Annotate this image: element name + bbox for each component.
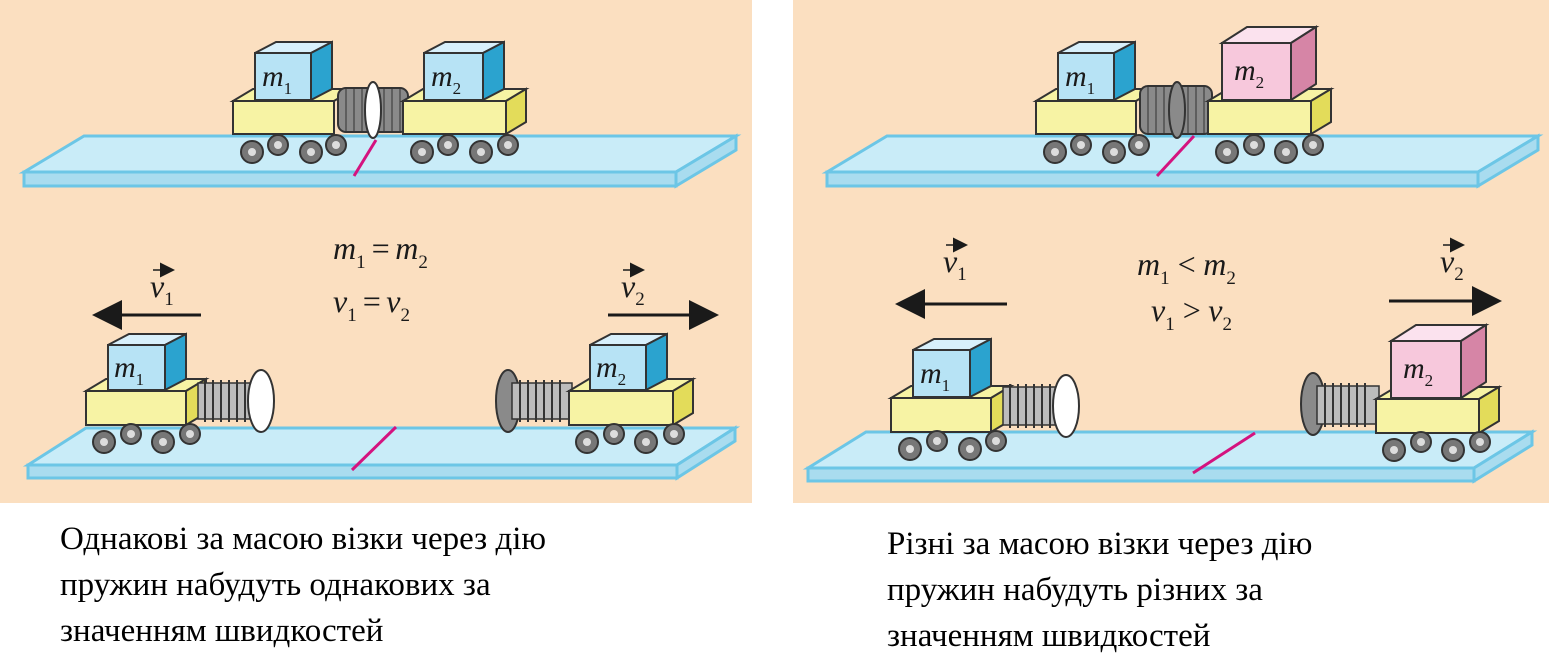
bottom-spring-right bbox=[1300, 372, 1380, 436]
formula-mass: m1=m2 bbox=[333, 230, 428, 273]
center-marker-top bbox=[1155, 134, 1196, 178]
bottom-block-m2: m2 bbox=[1387, 323, 1490, 400]
bottom-block-m2: m2 bbox=[589, 332, 668, 392]
svg-text:m1: m1 bbox=[262, 60, 292, 98]
bottom-track bbox=[22, 425, 741, 481]
bottom-block-m1: m1 bbox=[107, 332, 187, 392]
svg-text:v1: v1 bbox=[150, 268, 174, 310]
formula-velocity: v1=v2 bbox=[333, 283, 410, 326]
bottom-spring-right bbox=[495, 369, 573, 433]
right-diagram-panel: m1 m2 m1<m2 v1>v2 v1 v2 bbox=[793, 0, 1549, 503]
svg-text:m2: m2 bbox=[1234, 54, 1264, 92]
top-block-m2: m2 bbox=[1218, 25, 1320, 102]
caption-line: значенням швидкостей bbox=[887, 618, 1211, 654]
velocity-v2-label: v2 bbox=[1440, 237, 1465, 285]
top-track bbox=[18, 133, 742, 189]
bottom-block-m1: m1 bbox=[912, 337, 992, 399]
center-marker-bottom bbox=[1192, 431, 1256, 475]
top-track bbox=[821, 133, 1544, 189]
formula-mass: m1<m2 bbox=[1137, 246, 1236, 289]
center-marker-bottom bbox=[350, 425, 398, 472]
svg-text:v2: v2 bbox=[1440, 243, 1464, 285]
caption-line: значенням швидкостей bbox=[60, 613, 384, 649]
svg-text:m2: m2 bbox=[596, 351, 626, 389]
left-diagram-panel: m1 m2 m1=m2 v1=v2 v1 v2 bbox=[0, 0, 752, 503]
bottom-track bbox=[802, 429, 1538, 484]
velocity-v2-label: v2 bbox=[621, 262, 645, 310]
right-diagram-canvas: m1 m2 m1<m2 v1>v2 v1 v2 bbox=[802, 25, 1544, 484]
top-block-m1: m1 bbox=[254, 40, 333, 102]
top-spring-compressed bbox=[337, 81, 409, 139]
svg-text:v2: v2 bbox=[621, 268, 645, 310]
formula-velocity: v1>v2 bbox=[1151, 292, 1232, 335]
svg-text:m2: m2 bbox=[1403, 352, 1433, 390]
center-marker-top bbox=[352, 139, 378, 177]
bottom-cart-1 bbox=[82, 377, 210, 454]
svg-text:v1: v1 bbox=[943, 243, 967, 285]
svg-text:m1: m1 bbox=[114, 351, 144, 389]
caption-right: Різні за масою візки через дію пружин на… bbox=[887, 521, 1312, 659]
caption-line: Різні за масою візки через дію bbox=[887, 526, 1313, 562]
caption-line: пружин набудуть різних за bbox=[887, 572, 1263, 608]
top-block-m2: m2 bbox=[423, 40, 505, 102]
svg-text:m2: m2 bbox=[431, 60, 461, 98]
caption-line: Однакові за масою візки через дію bbox=[60, 521, 547, 557]
top-block-m1: m1 bbox=[1057, 40, 1136, 102]
bottom-spring-left bbox=[1002, 374, 1080, 438]
caption-line: пружин набудуть однакових за bbox=[60, 567, 491, 603]
caption-left: Однакові за масою візки через дію пружин… bbox=[60, 516, 546, 654]
top-spring-compressed bbox=[1139, 81, 1213, 139]
bottom-spring-left bbox=[197, 369, 275, 433]
svg-text:m1: m1 bbox=[920, 357, 950, 395]
svg-text:m1: m1 bbox=[1065, 60, 1095, 98]
left-diagram-canvas: m1 m2 m1=m2 v1=v2 v1 v2 bbox=[18, 40, 742, 481]
velocity-v1-label: v1 bbox=[150, 262, 175, 310]
velocity-v1-label: v1 bbox=[943, 237, 968, 285]
